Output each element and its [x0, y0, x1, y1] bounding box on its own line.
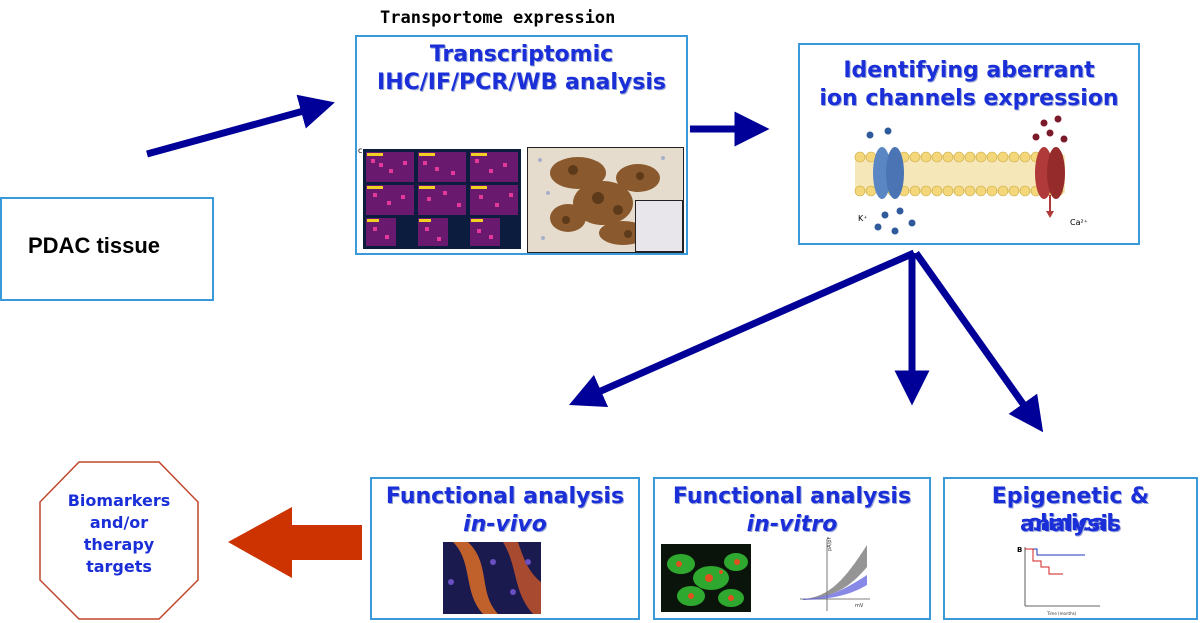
heatmap-grid-image: c: [358, 146, 521, 249]
epigenetic-box: Epigenetic & clinical analysis B Time (m…: [943, 477, 1198, 620]
aberrant-channels-box: Identifying aberrant ion channels expres…: [798, 43, 1140, 245]
biomarkers-line3: therapy: [83, 535, 155, 554]
arrow-to-biomarkers: [228, 507, 362, 578]
arrow-pdac-to-transcriptomic: [146, 94, 335, 158]
survival-panel-letter: B: [1017, 546, 1022, 554]
pdac-tissue-box: PDAC tissue: [0, 197, 214, 301]
heatmap-panel-letter: c: [358, 146, 363, 155]
invitro-fluorescence-image: [661, 544, 751, 612]
biomarkers-text: Biomarkers and/or therapy targets: [40, 490, 198, 578]
pdac-tissue-label: PDAC tissue: [28, 233, 161, 258]
biomarkers-octagon: [39, 461, 199, 620]
invivo-box: Functional analysis in-vivo: [370, 477, 640, 620]
biomarkers-line4: targets: [86, 557, 152, 576]
survival-xlabel: Time (months): [1046, 611, 1077, 616]
invitro-box: Functional analysis in-vitro pA/pF mV: [653, 477, 931, 620]
ihc-inset: [635, 200, 683, 252]
biomarkers-line1: Biomarkers: [67, 491, 171, 510]
ca-channel-icon: [1035, 147, 1065, 218]
ca-ions: [1032, 115, 1068, 143]
biomarkers-line2: and/or: [89, 513, 149, 532]
invitro-title-line1: Functional analysis: [672, 484, 912, 509]
arrow-to-invivo: [568, 249, 916, 407]
transcriptomic-title-line2: IHC/IF/PCR/WB analysis: [377, 70, 666, 95]
invivo-title-line1: Functional analysis: [385, 484, 625, 509]
aberrant-title-line1: Identifying aberrant: [843, 58, 1095, 83]
k-ions: [866, 127, 916, 235]
iv-xlabel: mV: [855, 603, 864, 609]
invitro-title-line2: in-vitro: [746, 512, 838, 537]
invivo-fluorescence-image: [443, 542, 541, 614]
epigenetic-title-line1: Epigenetic & clinical: [991, 484, 1150, 536]
aberrant-title-line2: ion channels expression: [819, 86, 1119, 111]
epigenetic-title-line2: analysis: [1020, 512, 1121, 537]
k-channel-icon: [873, 147, 904, 199]
invivo-title-line2: in-vivo: [463, 512, 547, 537]
transportome-label: Transportome expression: [380, 8, 616, 28]
heatmap-cells: [366, 152, 518, 246]
arrow-to-epigenetic: [913, 250, 1044, 433]
ca-ion-label: Ca²⁺: [1070, 218, 1088, 227]
transcriptomic-box: Transcriptomic IHC/IF/PCR/WB analysis c: [355, 35, 688, 255]
survival-chart: B Time (months): [1017, 546, 1100, 616]
iv-ylabel: pA/pF: [827, 537, 833, 551]
iv-curve-chart: pA/pF mV: [800, 537, 870, 611]
ihc-stain-cells: [538, 156, 670, 245]
membrane-illustration: K⁺ Ca²⁺: [854, 115, 1088, 235]
ihc-stain-image: [527, 147, 684, 253]
invivo-fluorescence-shapes: [448, 542, 541, 614]
transcriptomic-title-line1: Transcriptomic: [429, 42, 614, 67]
invitro-fluorescence-cells: [667, 553, 748, 607]
k-ion-label: K⁺: [858, 214, 867, 223]
